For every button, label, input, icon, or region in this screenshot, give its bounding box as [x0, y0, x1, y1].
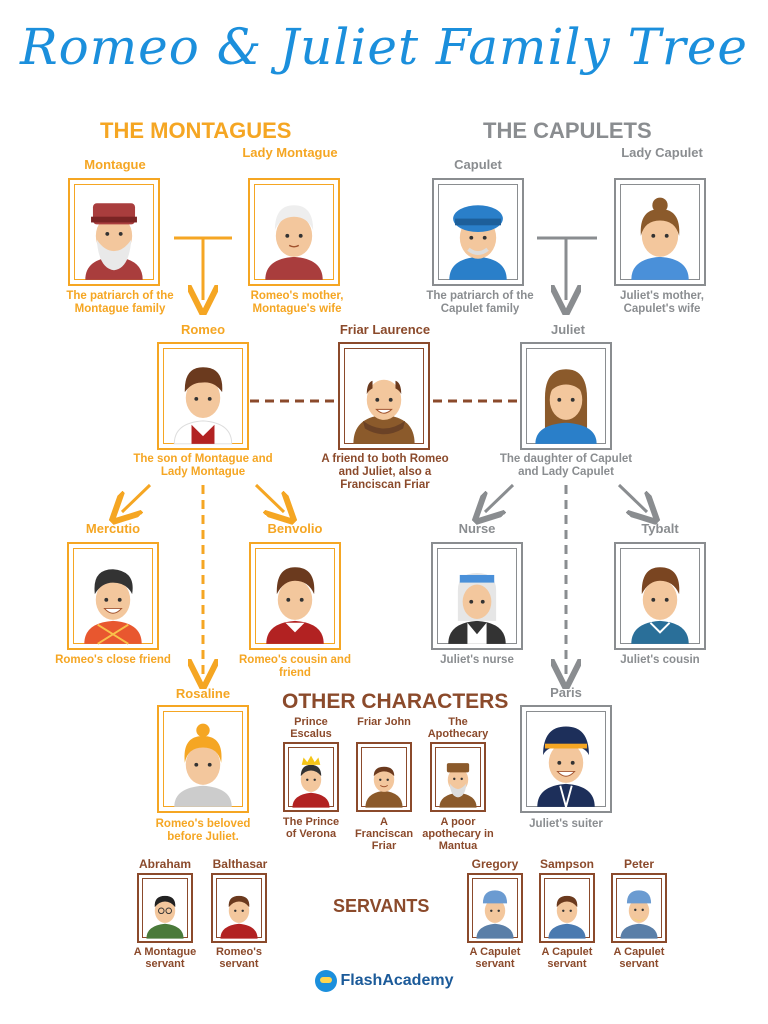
abraham-portrait	[137, 873, 193, 943]
friar-laurence-avatar	[353, 379, 415, 444]
prince-escalus-portrait	[283, 742, 339, 812]
paris-avatar	[537, 726, 595, 811]
paris-desc: Juliet's suiter	[529, 818, 603, 830]
mercutio-portrait	[67, 542, 159, 650]
lady-capulet-portrait	[614, 178, 706, 286]
benvolio-portrait	[249, 542, 341, 650]
peter-avatar	[620, 890, 658, 939]
friar-john-avatar	[365, 766, 403, 808]
gregory-avatar	[476, 890, 514, 939]
rosaline-avatar	[174, 723, 232, 807]
servants-heading: SERVANTS	[333, 896, 430, 916]
romeo-portrait	[157, 342, 249, 450]
montagues-heading: THE MONTAGUES	[100, 118, 292, 143]
peter-portrait	[611, 873, 667, 943]
abraham-desc: A Montague servant	[133, 946, 197, 970]
sampson-avatar	[548, 895, 586, 939]
capulet-desc: The patriarch of the Capulet family	[426, 290, 534, 315]
paris-name: Paris	[550, 685, 582, 700]
tybalt-avatar	[631, 567, 689, 644]
friar-john-portrait	[356, 742, 412, 812]
balthasar-name: Balthasar	[212, 857, 268, 871]
page-title: Romeo & Juliet Family Tree	[19, 18, 749, 76]
benvolio-avatar	[266, 567, 324, 644]
nurse-name: Nurse	[458, 521, 496, 536]
lady-capulet-avatar	[631, 197, 689, 280]
lady-montague-portrait	[248, 178, 340, 286]
gregory-name: Gregory	[471, 857, 519, 871]
benvolio-name: Benvolio	[267, 521, 323, 536]
montague-name: Montague	[84, 157, 146, 172]
balthasar-portrait	[211, 873, 267, 943]
gregory-desc: A Capulet servant	[469, 946, 521, 970]
romeo-name: Romeo	[180, 322, 226, 337]
juliet-avatar	[535, 369, 597, 444]
mercutio-name: Mercutio	[85, 521, 141, 536]
peter-desc: A Capulet servant	[613, 946, 665, 970]
logo-text: FlashAcademy	[340, 972, 454, 990]
lady-capulet-name: Lady Capulet	[621, 145, 703, 160]
abraham-name: Abraham	[138, 857, 191, 871]
capulet-portrait	[432, 178, 524, 286]
montague-portrait	[68, 178, 160, 286]
juliet-portrait	[520, 342, 612, 450]
balthasar-avatar	[220, 895, 258, 939]
gregory-portrait	[467, 873, 523, 943]
mercutio-desc: Romeo's close friend	[55, 654, 171, 666]
lady-montague-name: Lady Montague	[242, 145, 338, 160]
balthasar-desc: Romeo's servant	[215, 946, 262, 970]
romeo-avatar	[173, 367, 233, 445]
friar-laurence-desc: A friend to both Romeo and Juliet, also …	[321, 453, 449, 491]
lady-montague-avatar	[265, 205, 323, 280]
juliet-desc: The daughter of Capulet and Lady Capulet	[499, 453, 633, 478]
peter-name: Peter	[623, 857, 655, 871]
capulets-heading: THE CAPULETS	[483, 118, 652, 143]
other-characters-heading: OTHER CHARACTERS	[282, 690, 509, 713]
apothecary-desc: A poor apothecary in Mantua	[422, 816, 494, 852]
mercutio-avatar	[84, 569, 142, 645]
juliet-name: Juliet	[551, 322, 585, 337]
tybalt-desc: Juliet's cousin	[620, 654, 700, 666]
flashacademy-logo: FlashAcademy	[0, 970, 768, 992]
nurse-avatar	[448, 573, 506, 644]
capulet-avatar	[449, 205, 507, 280]
friar-john-name: Friar John	[357, 716, 411, 728]
paris-portrait	[520, 705, 612, 813]
tybalt-name: Tybalt	[641, 521, 679, 536]
nurse-portrait	[431, 542, 523, 650]
sampson-desc: A Capulet servant	[541, 946, 593, 970]
friar-john-desc: A Franciscan Friar	[354, 816, 414, 852]
capulet-name: Capulet	[454, 157, 502, 172]
lady-capulet-desc: Juliet's mother, Capulet's wife	[620, 290, 704, 315]
sampson-portrait	[539, 873, 595, 943]
owl-logo-icon	[314, 970, 337, 992]
friar-laurence-name: Friar Laurence	[339, 322, 431, 337]
prince-escalus-avatar	[292, 755, 330, 808]
lady-montague-desc: Romeo's mother, Montague's wife	[250, 290, 344, 315]
prince-escalus-name: Prince Escalus	[290, 716, 332, 740]
apothecary-avatar	[439, 763, 477, 808]
rosaline-portrait	[157, 705, 249, 813]
apothecary-portrait	[430, 742, 486, 812]
montague-avatar	[85, 203, 143, 280]
montague-desc: The patriarch of the Montague family	[66, 290, 174, 315]
romeo-desc: The son of Montague and Lady Montague	[133, 453, 273, 478]
nurse-desc: Juliet's nurse	[440, 654, 514, 666]
apothecary-name: The Apothecary	[427, 716, 489, 740]
rosaline-desc: Romeo's beloved before Juliet.	[155, 818, 251, 843]
sampson-name: Sampson	[539, 857, 594, 871]
tybalt-portrait	[614, 542, 706, 650]
abraham-avatar	[146, 895, 184, 939]
friar-laurence-portrait	[338, 342, 430, 450]
benvolio-desc: Romeo's cousin and friend	[238, 654, 351, 679]
prince-escalus-desc: The Prince of Verona	[282, 816, 340, 840]
rosaline-name: Rosaline	[175, 686, 231, 701]
